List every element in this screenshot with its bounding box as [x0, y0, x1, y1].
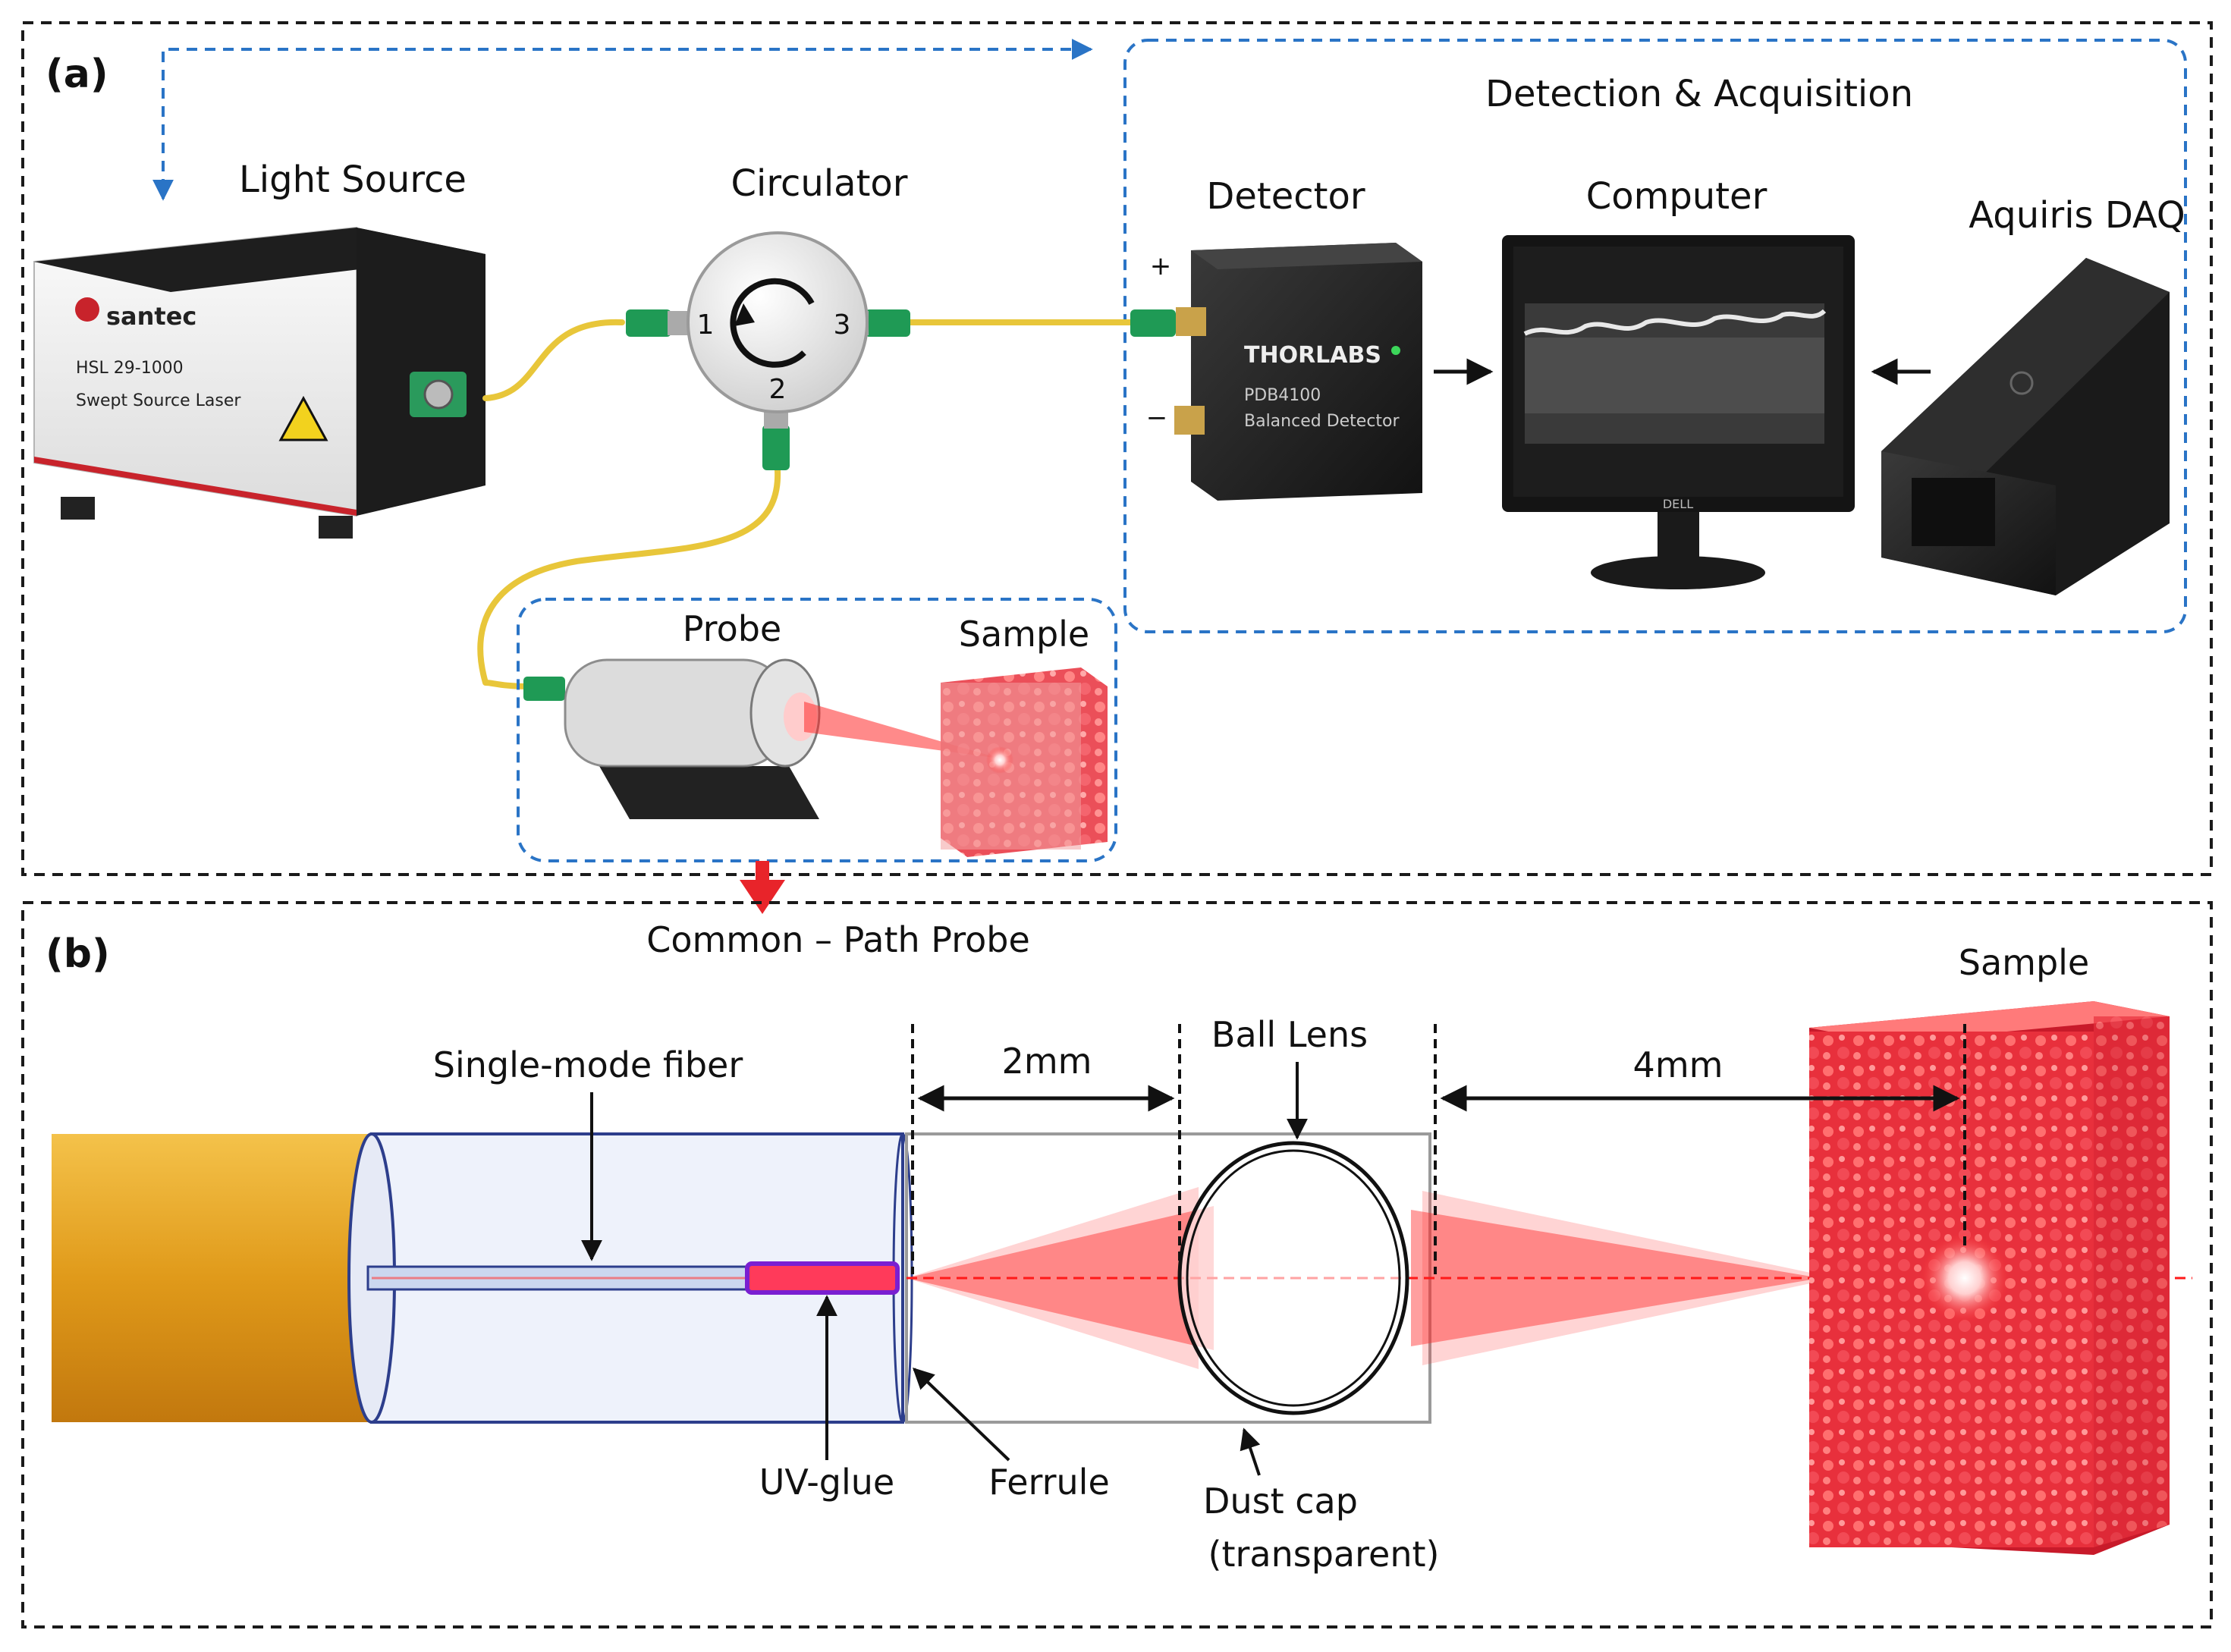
- daq-title: Aquiris DAQ: [1969, 194, 2185, 237]
- detector-device: + − THORLABS PDB4100 Balanced Detector: [1130, 243, 1422, 501]
- probe-title: Probe: [683, 608, 781, 649]
- light-source-brand: santec: [106, 302, 196, 331]
- ball-lens-label: Ball Lens: [1211, 1014, 1368, 1055]
- detector-brand: THORLABS: [1244, 342, 1381, 369]
- light-source-subtitle: Swept Source Laser: [76, 391, 241, 410]
- dust-cap-label: Dust cap: [1203, 1481, 1358, 1522]
- circulator-port-3: 3: [834, 309, 851, 341]
- panel-b-heading: Common – Path Probe: [646, 919, 1030, 960]
- probe-sample-title: Sample: [959, 614, 1089, 655]
- panel-b-label: (b): [46, 931, 110, 977]
- detector-plus: +: [1150, 251, 1172, 281]
- circulator-device: 1 3 2: [626, 231, 910, 470]
- light-source-title: Light Source: [239, 159, 467, 201]
- detector-subtitle: Balanced Detector: [1244, 412, 1400, 431]
- light-source-device: santec HSL 29-1000 Swept Source Laser: [33, 226, 485, 539]
- sample-block: [1809, 1001, 2170, 1555]
- ferrule-pointer: [912, 1368, 1010, 1462]
- panel-a-frame: [21, 21, 2213, 876]
- computer-brand: DELL: [1663, 497, 1693, 511]
- panel-link-arrow-head: [740, 880, 785, 914]
- light-source-model: HSL 29-1000: [76, 359, 184, 378]
- uv-glue-label: UV-glue: [759, 1462, 894, 1503]
- fiber-label: Single-mode fiber: [433, 1044, 743, 1085]
- ferrule-label: Ferrule: [988, 1462, 1110, 1503]
- probe-sample-block: [941, 667, 1108, 857]
- dimension-label-4mm: 4mm: [1633, 1044, 1724, 1085]
- detector-minus: −: [1146, 403, 1168, 433]
- daq-device: [1881, 258, 2170, 595]
- laser-warning-icon: [278, 395, 328, 441]
- fiber-cables: [477, 319, 1133, 686]
- feedback-loop-line: [162, 48, 1085, 190]
- computer-device: DELL: [1502, 235, 1855, 589]
- dimension-guides: [911, 1024, 1966, 1274]
- uv-glue-region: [745, 1261, 900, 1295]
- panel-b-sample-title: Sample: [1959, 942, 2089, 983]
- fiber-jacket: [52, 1134, 378, 1422]
- ball-lens: [1177, 1141, 1409, 1415]
- dust-cap-sublabel: (transparent): [1208, 1534, 1440, 1575]
- light-beam: [907, 1187, 2192, 1369]
- probe-device: [523, 658, 1000, 819]
- santec-logo-icon: [75, 297, 99, 322]
- power-led-icon: [1391, 346, 1400, 355]
- circulator-port-2: 2: [769, 374, 787, 405]
- panel-b-frame: [21, 901, 2213, 1628]
- dimension-label-2mm: 2mm: [1002, 1041, 1092, 1082]
- computer-title: Computer: [1586, 175, 1768, 218]
- detection-group-border: [1123, 39, 2187, 633]
- detector-title: Detector: [1206, 175, 1365, 218]
- detector-model: PDB4100: [1244, 386, 1321, 405]
- dust-cap-pointer: [1240, 1427, 1261, 1476]
- circulator-title: Circulator: [731, 162, 907, 205]
- circulator-port-1: 1: [697, 309, 715, 341]
- circulator-rotation-icon: [730, 278, 815, 368]
- panel-a-label: (a): [46, 52, 108, 97]
- detection-group-title: Detection & Acquisition: [1485, 73, 1913, 115]
